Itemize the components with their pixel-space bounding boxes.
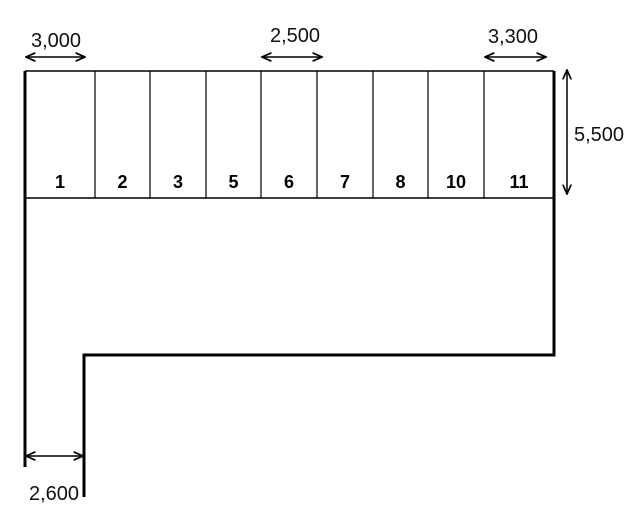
dimension-label: 3,300 [488,26,538,48]
stall-label: 1 [55,172,65,192]
stall-label: 8 [395,172,405,192]
dimension-stall-depth: 5,500 [567,70,624,194]
stall-label: 7 [340,172,350,192]
dimension-label: 5,500 [574,124,624,146]
stall-label: 5 [228,172,238,192]
stall-dividers [94,71,485,198]
dimension-stall-1-width: 3,000 [26,30,85,57]
stall-label: 11 [509,172,528,192]
lot-boundary [23,71,556,497]
stall-label: 10 [446,172,466,192]
dimension-label: 2,600 [29,483,79,505]
dimension-label: 3,000 [31,30,81,52]
dimension-standard-stall-width: 2,500 [262,25,322,57]
dimension-label: 2,500 [270,25,320,47]
stall-label: 3 [173,172,183,192]
stall-label: 6 [284,172,294,192]
dimension-entrance-width: 2,600 [26,456,83,505]
stall-label: 2 [117,172,127,192]
dimension-stall-11-width: 3,300 [485,26,546,57]
stall-labels: 1 2 3 5 6 7 8 10 11 [55,172,529,192]
